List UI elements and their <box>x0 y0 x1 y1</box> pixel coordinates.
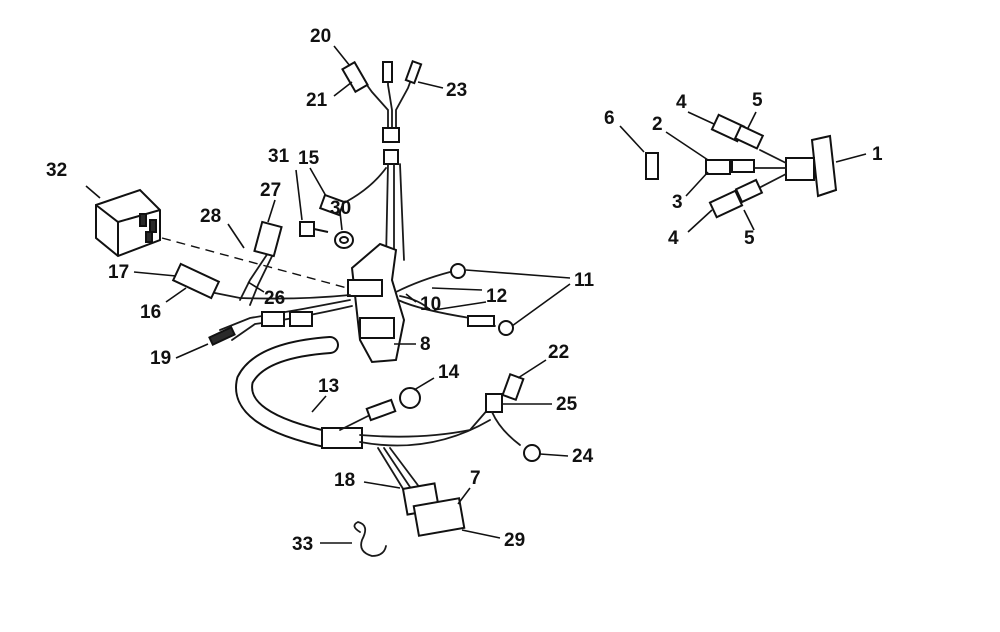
callout-12: 12 <box>486 286 507 307</box>
callout-10: 10 <box>420 294 441 315</box>
callout-3: 3 <box>672 192 683 213</box>
fuse-6 <box>645 152 659 180</box>
callout-30: 30 <box>330 198 351 219</box>
callout-8: 8 <box>420 334 431 355</box>
left-wire-branch <box>171 220 353 347</box>
callout-5-top: 5 <box>752 90 763 111</box>
callout-5-bottom: 5 <box>744 228 755 249</box>
callout-6: 6 <box>604 108 615 129</box>
callout-28: 28 <box>200 206 221 227</box>
callout-19: 19 <box>150 348 171 369</box>
clip-33 <box>353 521 387 557</box>
relay-alignment-dashed-line <box>161 237 363 293</box>
right-leads-10-11-12 <box>395 263 514 336</box>
callout-20: 20 <box>310 26 331 47</box>
callout-1: 1 <box>872 144 883 165</box>
callout-32: 32 <box>46 160 67 181</box>
callout-26: 26 <box>264 288 285 309</box>
bolt-31 <box>299 221 329 237</box>
callout-21: 21 <box>306 90 328 111</box>
switch-assembly-1 <box>705 113 838 219</box>
harness-bracket <box>347 242 406 364</box>
ground-lead-15 <box>318 167 387 217</box>
callout-25: 25 <box>556 394 578 415</box>
callout-15: 15 <box>298 148 320 169</box>
callout-14: 14 <box>438 362 460 383</box>
callout-7: 7 <box>470 468 481 489</box>
relay-part <box>95 188 161 258</box>
main-harness-13 <box>235 336 497 449</box>
leader-lines <box>85 45 867 544</box>
callout-17: 17 <box>108 262 129 283</box>
callout-22: 22 <box>548 342 569 363</box>
top-wire-branch <box>341 59 423 261</box>
callout-2: 2 <box>652 114 663 135</box>
callout-11: 11 <box>574 270 595 291</box>
callout-13: 13 <box>318 376 339 397</box>
callout-16: 16 <box>140 302 161 323</box>
connector-22-24-25 <box>485 372 541 462</box>
callout-23: 23 <box>446 80 467 101</box>
callout-labels: 20 21 23 31 15 30 27 28 32 17 16 19 26 1… <box>46 26 883 555</box>
callout-27: 27 <box>260 180 281 201</box>
callout-33: 33 <box>292 534 313 555</box>
ring-terminal-14 <box>339 387 421 431</box>
washer-30 <box>334 231 354 249</box>
callout-24: 24 <box>572 446 594 467</box>
callout-4-bottom: 4 <box>668 228 679 249</box>
callout-4-top: 4 <box>676 92 687 113</box>
callout-29: 29 <box>504 530 525 551</box>
callout-31: 31 <box>268 146 290 167</box>
callout-18: 18 <box>334 470 355 491</box>
lower-connector-7-18-29 <box>377 447 466 537</box>
